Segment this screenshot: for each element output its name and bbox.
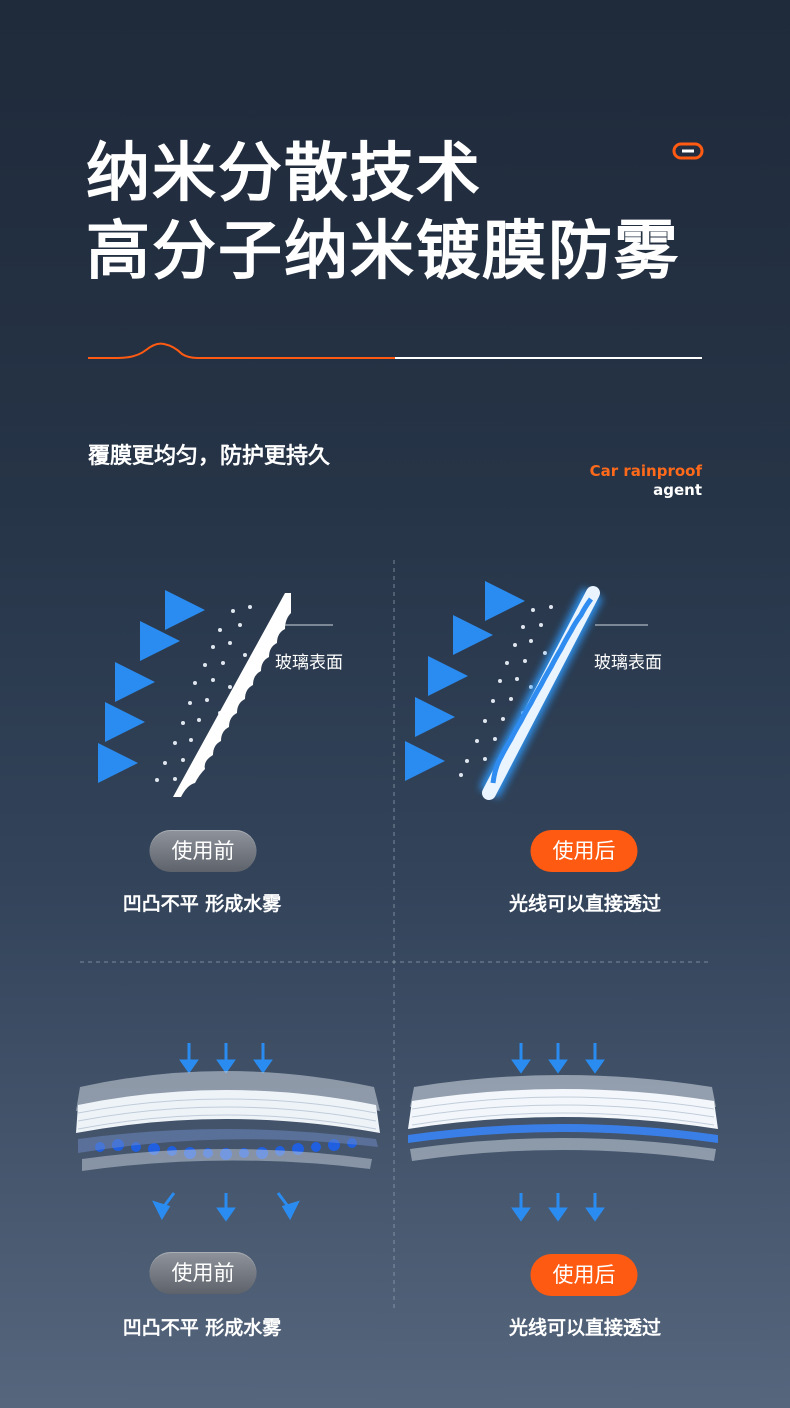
before-caption: 凹凸不平 形成水雾 [122,893,282,915]
coated-glass-illustration [405,581,648,800]
wind-arrows [405,581,525,781]
after-badge: 使用后 [530,830,638,872]
mesh-layer [76,1090,380,1133]
wind-arrows [98,590,205,783]
before-badge: 使用前 [149,830,257,872]
before-caption: 凹凸不平 形成水雾 [122,1317,282,1339]
brand-text: Car rainproof agent [590,462,702,500]
headline-line-2: 高分子纳米镀膜防雾 [86,215,680,289]
transmitted-light-arrows [511,1193,605,1222]
scatter-film-illustration [76,1043,380,1222]
brand-line-2: agent [653,481,702,499]
clear-film-illustration [408,1043,718,1222]
after-badge: 使用后 [530,1254,638,1296]
incoming-light-arrows [511,1043,605,1074]
brand-line-1: Car rainproof [589,462,702,480]
link-icon [672,142,704,160]
after-caption: 光线可以直接透过 [508,1317,662,1339]
even-coating [408,1124,718,1143]
glass-surface [173,593,291,797]
headline-line-1: 纳米分散技术 [86,137,482,211]
title-divider [88,342,702,359]
glass-label-right: 玻璃表面 [594,653,662,673]
after-caption: 光线可以直接透过 [508,893,662,915]
rough-glass-illustration [98,590,333,797]
glass-label-left: 玻璃表面 [275,653,343,673]
incoming-light-arrows [179,1043,273,1074]
scattered-light-arrows [152,1192,300,1222]
mesh-layer [408,1089,718,1129]
subtitle: 覆膜更均匀，防护更持久 [88,444,331,469]
before-badge: 使用前 [149,1252,257,1294]
